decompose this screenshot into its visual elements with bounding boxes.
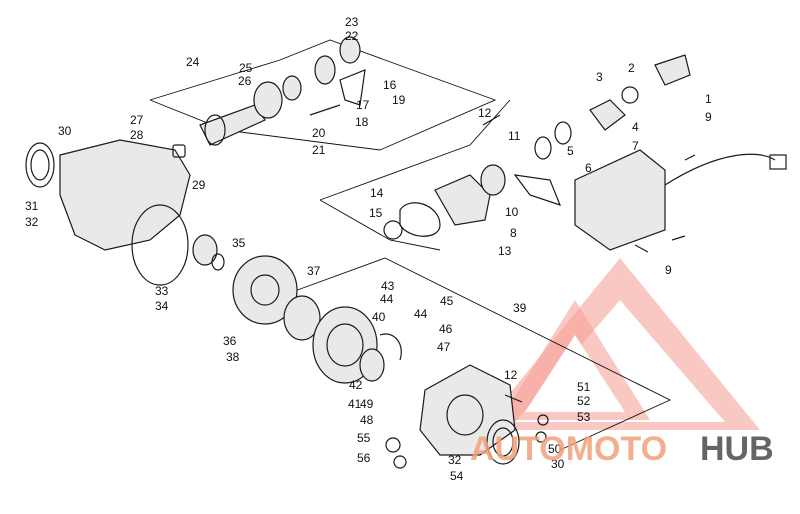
callout-number: 34 — [155, 299, 169, 313]
callout-number: 22 — [345, 29, 359, 43]
callout-number: 33 — [155, 284, 169, 298]
watermark-logo — [480, 258, 760, 430]
callout-number: 14 — [370, 186, 384, 200]
parts — [25, 36, 787, 469]
callout-number: 21 — [312, 143, 326, 157]
callout-number: 37 — [307, 264, 321, 278]
callout-number: 45 — [440, 294, 454, 308]
callout-number: 6 — [585, 161, 592, 175]
callout-number: 42 — [349, 378, 363, 392]
callout-number: 30 — [551, 457, 565, 471]
callout-number: 18 — [355, 115, 369, 129]
watermark-hub-text: HUB — [700, 430, 774, 468]
callout-number: 5 — [567, 144, 574, 158]
callout-number: 55 — [357, 431, 371, 445]
callout-number: 12 — [478, 106, 492, 120]
callout-number: 43 — [381, 279, 395, 293]
callout-number: 27 — [130, 113, 144, 127]
callout-number: 28 — [130, 128, 144, 142]
callout-number: 24 — [186, 55, 200, 69]
callout-number: 53 — [577, 410, 591, 424]
callout-number: 46 — [439, 322, 453, 336]
callout-number: 32 — [448, 453, 462, 467]
callout-number: 13 — [498, 244, 512, 258]
callout-number: 32 — [25, 215, 39, 229]
callout-number: 19 — [392, 93, 406, 107]
callout-number: 44 — [380, 292, 394, 306]
callout-number: 38 — [226, 350, 240, 364]
callout-number: 25 — [239, 61, 253, 75]
callout-number: 49 — [360, 397, 374, 411]
callout-number: 4 — [632, 120, 639, 134]
callout-number: 48 — [360, 413, 374, 427]
callout-number: 40 — [372, 310, 386, 324]
callout-number: 8 — [510, 226, 517, 240]
callout-number: 1 — [705, 92, 712, 106]
callout-number: 3 — [596, 70, 603, 84]
watermark-text: AUTOMOTO HUB — [470, 430, 774, 468]
watermark-auto-text: AUTOMOTO — [470, 430, 667, 468]
housing-left-icon — [59, 139, 191, 251]
callout-number: 36 — [223, 334, 237, 348]
callout-number: 50 — [548, 442, 562, 456]
callout-number: 20 — [312, 126, 326, 140]
callout-number: 29 — [192, 178, 206, 192]
callout-number: 41 — [348, 397, 362, 411]
callout-number: 12 — [504, 368, 518, 382]
callout-number: 10 — [505, 205, 519, 219]
callout-number: 44 — [414, 307, 428, 321]
callout-number: 9 — [705, 110, 712, 124]
callout-number: 31 — [25, 199, 39, 213]
callout-number: 47 — [437, 340, 451, 354]
callout-number: 30 — [58, 124, 72, 138]
callout-number: 16 — [383, 78, 397, 92]
callout-number: 26 — [238, 74, 252, 88]
callout-number: 17 — [356, 98, 370, 112]
callout-number: 35 — [232, 236, 246, 250]
callout-number: 52 — [577, 394, 591, 408]
callout-number: 56 — [357, 451, 371, 465]
callout-number: 2 — [628, 61, 635, 75]
callout-number: 54 — [450, 469, 464, 483]
callout-number: 23 — [345, 15, 359, 29]
callout-number: 15 — [369, 206, 383, 220]
callout-number: 51 — [577, 380, 591, 394]
callout-number: 39 — [513, 301, 527, 315]
callout-number: 9 — [665, 263, 672, 277]
callout-labels: 1234567899101112121314151617181920212223… — [25, 15, 712, 483]
callout-number: 11 — [508, 129, 521, 143]
callout-number: 7 — [632, 139, 639, 153]
